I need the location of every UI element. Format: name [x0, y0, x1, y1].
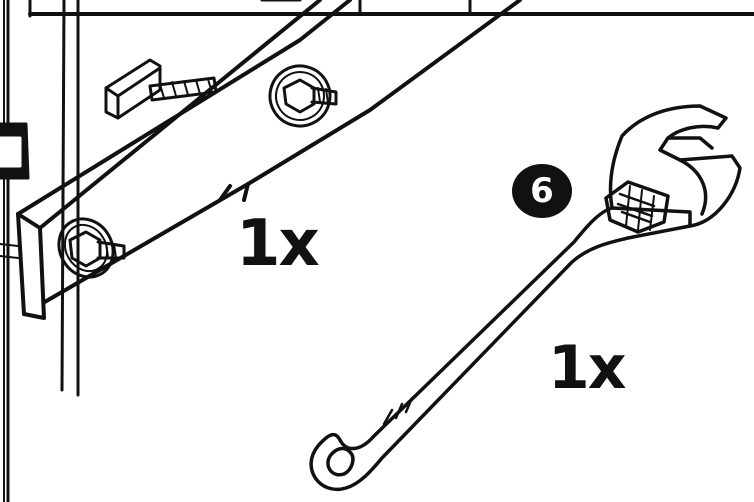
upper-bolt: [268, 64, 338, 128]
wrench-quantity-label: 1x: [548, 333, 626, 403]
lower-bolt: [0, 217, 126, 279]
brace-quantity-label: 1x: [236, 207, 320, 281]
brace-plank: [16, 0, 522, 320]
wall-bracket: [104, 58, 218, 120]
wrench-icon: [309, 104, 742, 492]
step-number-badge: 6: [512, 164, 572, 218]
